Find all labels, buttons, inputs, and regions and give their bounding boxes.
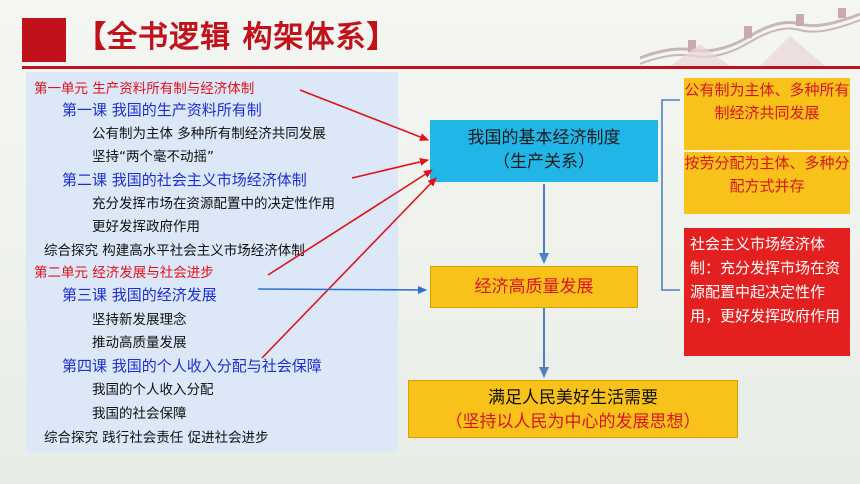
inquiry-1: 综合探究 构建高水平社会主义市场经济体制 <box>44 243 305 259</box>
great-wall-icon <box>640 8 860 66</box>
lesson-3-item: 推动高质量发展 <box>92 335 187 351</box>
lesson-4-item: 我国的个人收入分配 <box>92 382 214 398</box>
lesson-2-item: 更好发挥政府作用 <box>92 219 200 235</box>
book-outline-panel: 第一单元 生产资料所有制与经济体制 第一课 我国的生产资料所有制 公有制为主体 … <box>26 72 398 452</box>
basic-economic-system-box: 我国的基本经济制度 （生产关系） <box>430 120 658 182</box>
needs-subtitle: （坚持以人民为中心的发展思想） <box>445 412 701 432</box>
lesson-3-title: 第三课 我国的经济发展 <box>62 286 217 304</box>
lesson-2-item: 充分发挥市场在资源配置中的决定性作用 <box>92 196 335 212</box>
unit-1-title: 第一单元 生产资料所有制与经济体制 <box>34 81 255 97</box>
ownership-box: 公有制为主体、多种所有制经济共同发展 <box>684 78 850 150</box>
system-title: 我国的基本经济制度 <box>467 128 621 148</box>
right-bracket <box>661 99 680 291</box>
lesson-1-item: 公有制为主体 多种所有制经济共同发展 <box>92 126 326 142</box>
lesson-2-title: 第二课 我国的社会主义市场经济体制 <box>62 171 307 189</box>
distribution-box: 按劳分配为主体、多种分配方式并存 <box>684 152 850 214</box>
inquiry-2: 综合探究 践行社会责任 促进社会进步 <box>44 430 269 446</box>
lesson-1-title: 第一课 我国的生产资料所有制 <box>62 101 262 119</box>
lesson-4-title: 第四课 我国的个人收入分配与社会保障 <box>62 357 322 375</box>
people-needs-box: 满足人民美好生活需要 （坚持以人民为中心的发展思想） <box>408 380 738 438</box>
title-divider <box>22 66 860 69</box>
lesson-1-item: 坚持“两个毫不动摇” <box>92 149 214 165</box>
needs-title: 满足人民美好生活需要 <box>488 388 658 408</box>
system-subtitle: （生产关系） <box>493 152 595 172</box>
lesson-3-item: 坚持新发展理念 <box>92 312 187 328</box>
lesson-4-item: 我国的社会保障 <box>92 406 187 422</box>
unit-2-title: 第二单元 经济发展与社会进步 <box>34 265 214 281</box>
title-accent-block <box>22 18 66 62</box>
high-quality-development-box: 经济高质量发展 <box>430 266 638 308</box>
market-system-box: 社会主义市场经济体制：充分发挥市场在资源配置中起决定性作用，更好发挥政府作用 <box>684 228 850 356</box>
page-title: 【全书逻辑 构架体系】 <box>76 20 398 55</box>
